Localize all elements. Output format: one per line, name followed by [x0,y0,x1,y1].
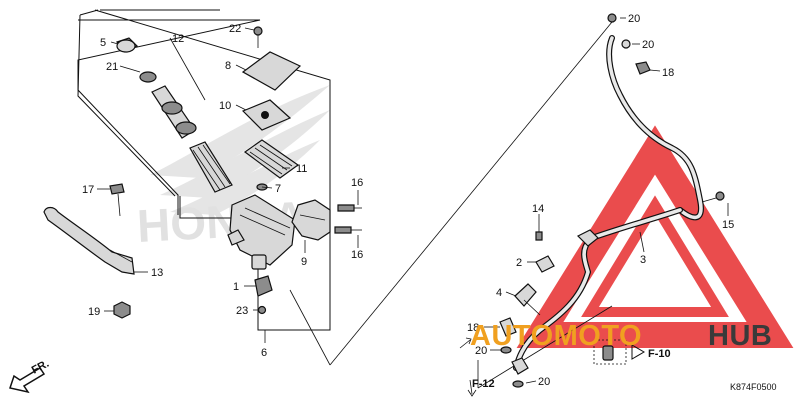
piston-assembly [115,37,233,193]
part-label-6: 6 [261,347,267,359]
part-label-15: 15 [722,219,734,231]
part-label-14: 14 [532,203,544,215]
part-label-3: 3 [640,254,646,266]
reservoir-cap [241,51,302,179]
part-labels: 5 21 12 22 8 10 11 7 9 1 23 6 17 13 19 1… [82,13,734,388]
part-label-21: 21 [106,61,118,73]
part-label-11: 11 [296,163,307,175]
brand-text-automoto: AUTOMOTO [470,320,642,352]
hose-stay [514,283,541,316]
bolts-16 [334,204,362,234]
ref-label-f10: F-10 [648,348,671,360]
part-label-22: 22 [229,23,241,35]
part-label-16-top: 16 [351,177,363,189]
brand-text-hub: HUB [708,320,772,352]
front-label: FR. [30,358,51,377]
automotohub-triangle-logo [516,125,794,348]
part-label-9: 9 [301,256,307,268]
reference-line [289,289,331,366]
hose-clamp [535,220,555,273]
part-label-17: 17 [82,184,94,196]
part-label-23: 23 [236,305,248,317]
master-cylinder-kit-frame [77,9,331,331]
front-direction-arrow [9,366,46,394]
automotohub-brand-text: AUTOMOTO HUB [470,320,772,352]
f12-arrows [459,337,477,397]
part-label-8: 8 [225,60,231,72]
part-label-20-d: 20 [538,376,550,388]
part-label-13: 13 [151,267,163,279]
part-label-16-bottom: 16 [351,249,363,261]
leader-lines [97,17,729,384]
screw-22 [253,26,263,48]
part-label-20-c: 20 [475,345,487,357]
part-label-5: 5 [100,37,106,49]
part-label-12: 12 [172,33,184,45]
brake-hose-upper [589,13,725,241]
pivot-bolt [109,183,131,319]
brake-switch [254,275,273,315]
part-label-19: 19 [88,306,100,318]
master-cylinder-body [227,183,296,270]
part-label-2: 2 [516,257,522,269]
part-label-18-a: 18 [662,67,674,79]
part-label-4: 4 [496,287,502,299]
ref-label-f12: F-12 [472,378,495,390]
f10-connector [593,339,645,365]
part-label-20-b: 20 [642,39,654,51]
brake-lever [43,206,135,275]
holder-clamp [291,199,331,241]
part-label-1: 1 [233,281,239,293]
part-label-10: 10 [219,100,231,112]
diagram-code: K874F0500 [730,382,777,392]
part-label-18-b: 18 [467,322,479,334]
part-label-20-a: 20 [628,13,640,25]
part-label-7: 7 [275,183,281,195]
brake-hose-lower [499,229,599,388]
